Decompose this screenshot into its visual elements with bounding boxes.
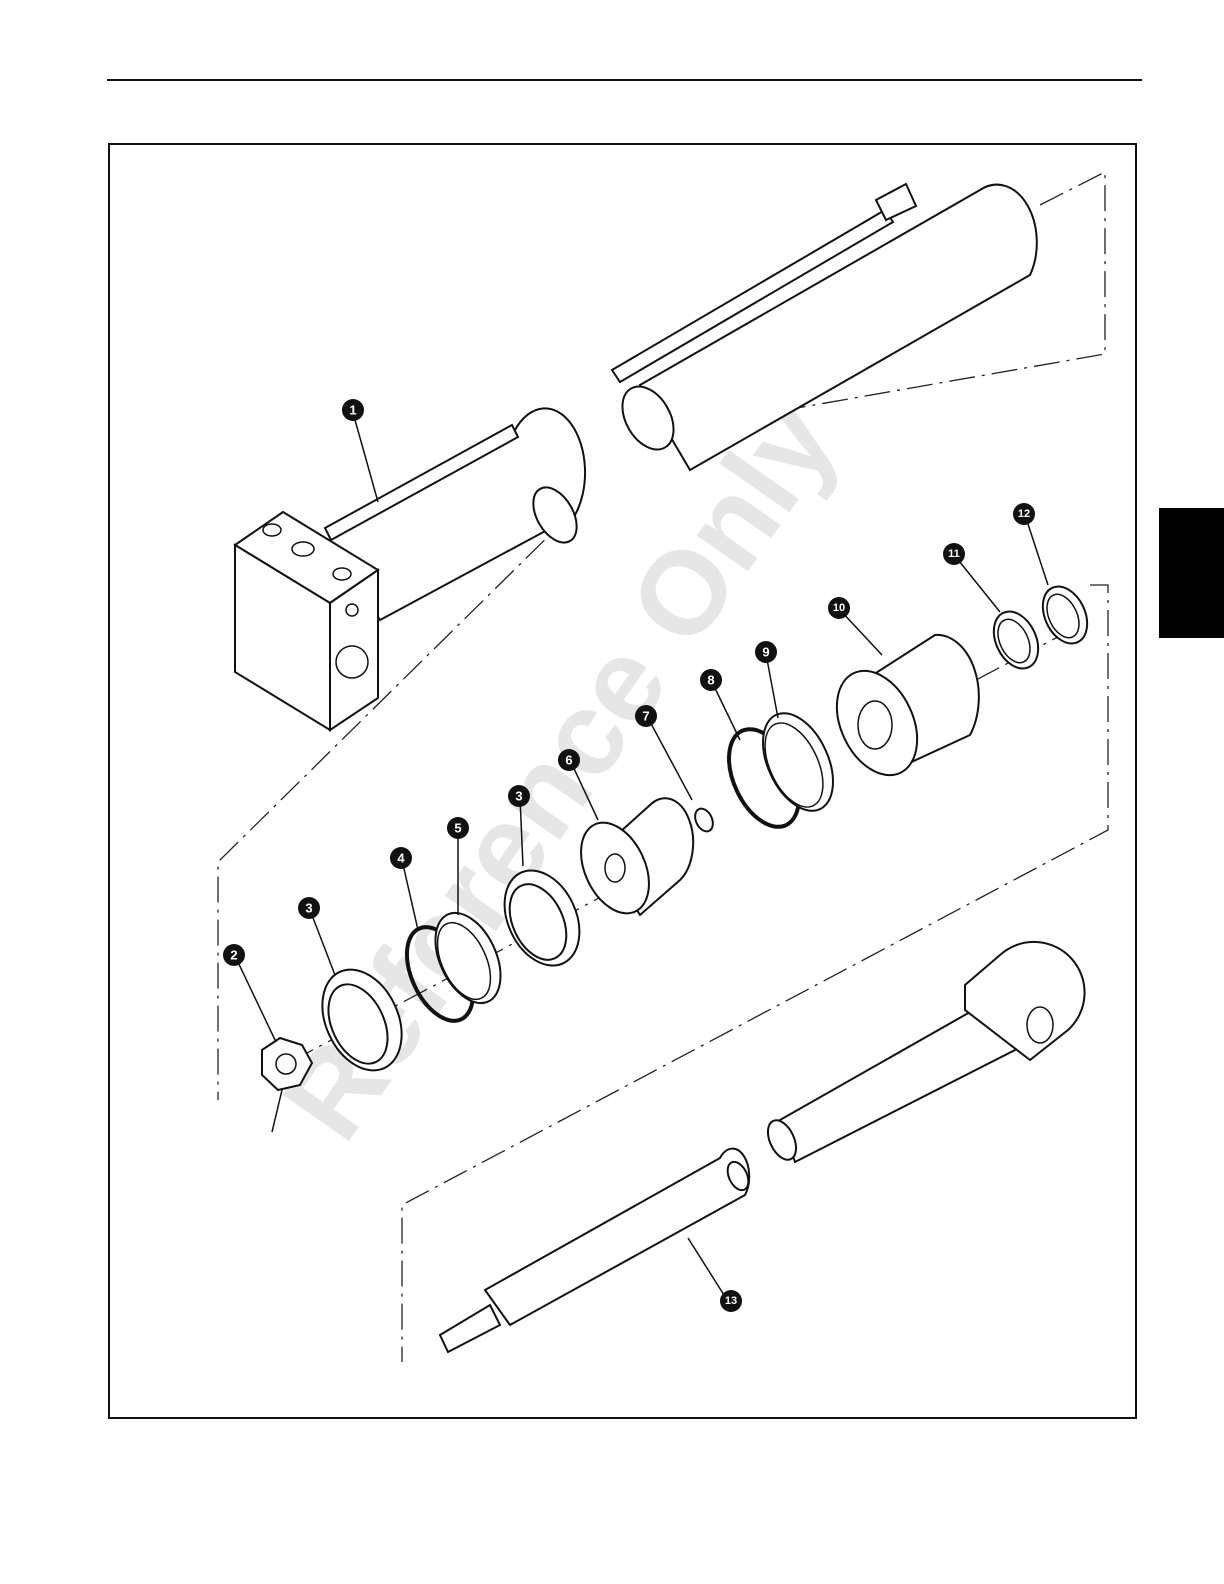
svg-text:8: 8	[707, 673, 714, 688]
callout-13: 13	[720, 1290, 742, 1312]
svg-text:5: 5	[454, 821, 461, 836]
callout-11: 11	[943, 543, 965, 565]
callout-10: 10	[828, 597, 850, 619]
callout-8: 8	[700, 669, 722, 691]
callout-3-front: 3	[298, 897, 320, 919]
svg-text:3: 3	[305, 901, 312, 916]
callout-12: 12	[1013, 503, 1035, 525]
head-gland	[821, 610, 979, 788]
backup-ring-9	[749, 654, 847, 822]
svg-text:11: 11	[948, 548, 960, 560]
callout-2: 2	[223, 944, 245, 966]
svg-text:1: 1	[349, 403, 356, 418]
wiper-12	[1025, 515, 1096, 651]
svg-text:6: 6	[565, 753, 572, 768]
svg-text:13: 13	[725, 1295, 737, 1307]
callout-3-rear: 3	[508, 785, 530, 807]
callout-4: 4	[390, 847, 412, 869]
svg-text:2: 2	[230, 948, 237, 963]
svg-text:10: 10	[833, 602, 845, 614]
svg-text:12: 12	[1018, 508, 1030, 520]
svg-text:7: 7	[642, 709, 649, 724]
svg-text:4: 4	[397, 851, 405, 866]
callout-7: 7	[635, 705, 657, 727]
callout-6: 6	[558, 749, 580, 771]
callout-9: 9	[755, 641, 777, 663]
svg-text:9: 9	[762, 645, 769, 660]
callout-1: 1	[342, 399, 364, 421]
svg-text:3: 3	[515, 789, 522, 804]
piston-rod	[440, 942, 1085, 1352]
callout-5: 5	[447, 817, 469, 839]
